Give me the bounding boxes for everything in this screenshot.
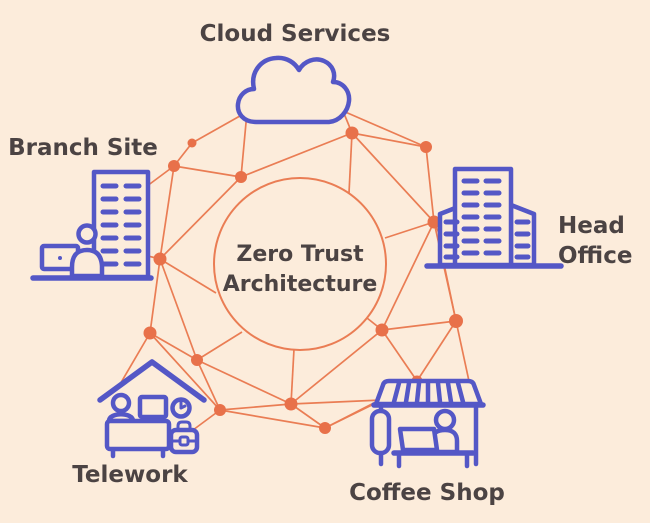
mesh-edge xyxy=(342,110,427,148)
mesh-edge xyxy=(196,359,221,411)
mesh-edge xyxy=(196,359,292,405)
mesh-node xyxy=(345,126,359,140)
mesh-edge xyxy=(159,258,198,361)
mesh-edge xyxy=(240,111,248,178)
mesh-node xyxy=(449,314,463,328)
mesh-edges xyxy=(118,110,473,431)
branch-building-icon xyxy=(30,169,154,281)
mesh-edge xyxy=(351,132,435,223)
mesh-edge xyxy=(219,409,326,429)
mesh-node xyxy=(153,252,167,266)
branch-windows xyxy=(100,183,142,267)
mesh-edge xyxy=(290,348,295,405)
center-circle xyxy=(213,177,387,351)
mesh-edge xyxy=(381,320,457,331)
mesh-node xyxy=(235,171,247,183)
mesh-edge xyxy=(351,132,427,148)
mesh-edge xyxy=(149,258,161,334)
center-title-line2: Architecture xyxy=(223,272,378,297)
mesh-edge xyxy=(290,399,383,405)
coffee-shop-icon xyxy=(369,378,486,469)
mesh-node xyxy=(375,323,389,337)
telework-label: Telework xyxy=(72,462,188,488)
mesh-edge xyxy=(149,332,221,411)
mesh-edge xyxy=(219,403,292,411)
mesh-node xyxy=(191,354,203,366)
branch-site-label: Branch Site xyxy=(8,135,158,161)
mesh-edge xyxy=(425,146,435,223)
head-office-windows xyxy=(443,178,531,260)
cloud-icon xyxy=(235,55,352,125)
branch-person-icon xyxy=(39,223,105,279)
mesh-node xyxy=(187,138,197,148)
mesh-edge xyxy=(191,111,248,144)
mesh-node xyxy=(284,397,298,411)
mesh-edge xyxy=(290,403,326,429)
mesh-edge xyxy=(196,331,243,361)
mesh-edge xyxy=(159,165,175,260)
mesh-node xyxy=(427,215,441,229)
mesh-edge xyxy=(416,320,457,382)
mesh-edge xyxy=(381,221,435,331)
mesh-edge xyxy=(173,165,242,178)
mesh-edge xyxy=(240,132,353,178)
mesh-node xyxy=(214,404,226,416)
telework-home-icon xyxy=(97,359,207,459)
mesh-nodes xyxy=(143,126,463,434)
mesh-node xyxy=(420,141,432,153)
mesh-edge xyxy=(443,263,457,322)
mesh-edge xyxy=(384,221,435,239)
mesh-edge xyxy=(159,176,242,260)
head-office-buildings-icon xyxy=(424,166,564,269)
awning-stripes xyxy=(391,380,466,405)
mesh-edge xyxy=(381,329,418,382)
mesh-node xyxy=(143,326,157,340)
mesh-edge xyxy=(348,132,353,194)
cloud-services-label: Cloud Services xyxy=(200,21,391,47)
head-office-label-line1: Head xyxy=(558,213,625,239)
coffee-shop-label: Coffee Shop xyxy=(349,480,505,506)
mesh-node xyxy=(319,422,331,434)
mesh-edge xyxy=(118,332,151,387)
center-title-line1: Zero Trust xyxy=(236,242,364,267)
head-office-label-line2: Office xyxy=(558,243,632,269)
mesh-edge xyxy=(290,329,383,405)
mesh-edge xyxy=(149,332,198,361)
mesh-node xyxy=(168,160,180,172)
mesh-edge xyxy=(159,258,217,294)
